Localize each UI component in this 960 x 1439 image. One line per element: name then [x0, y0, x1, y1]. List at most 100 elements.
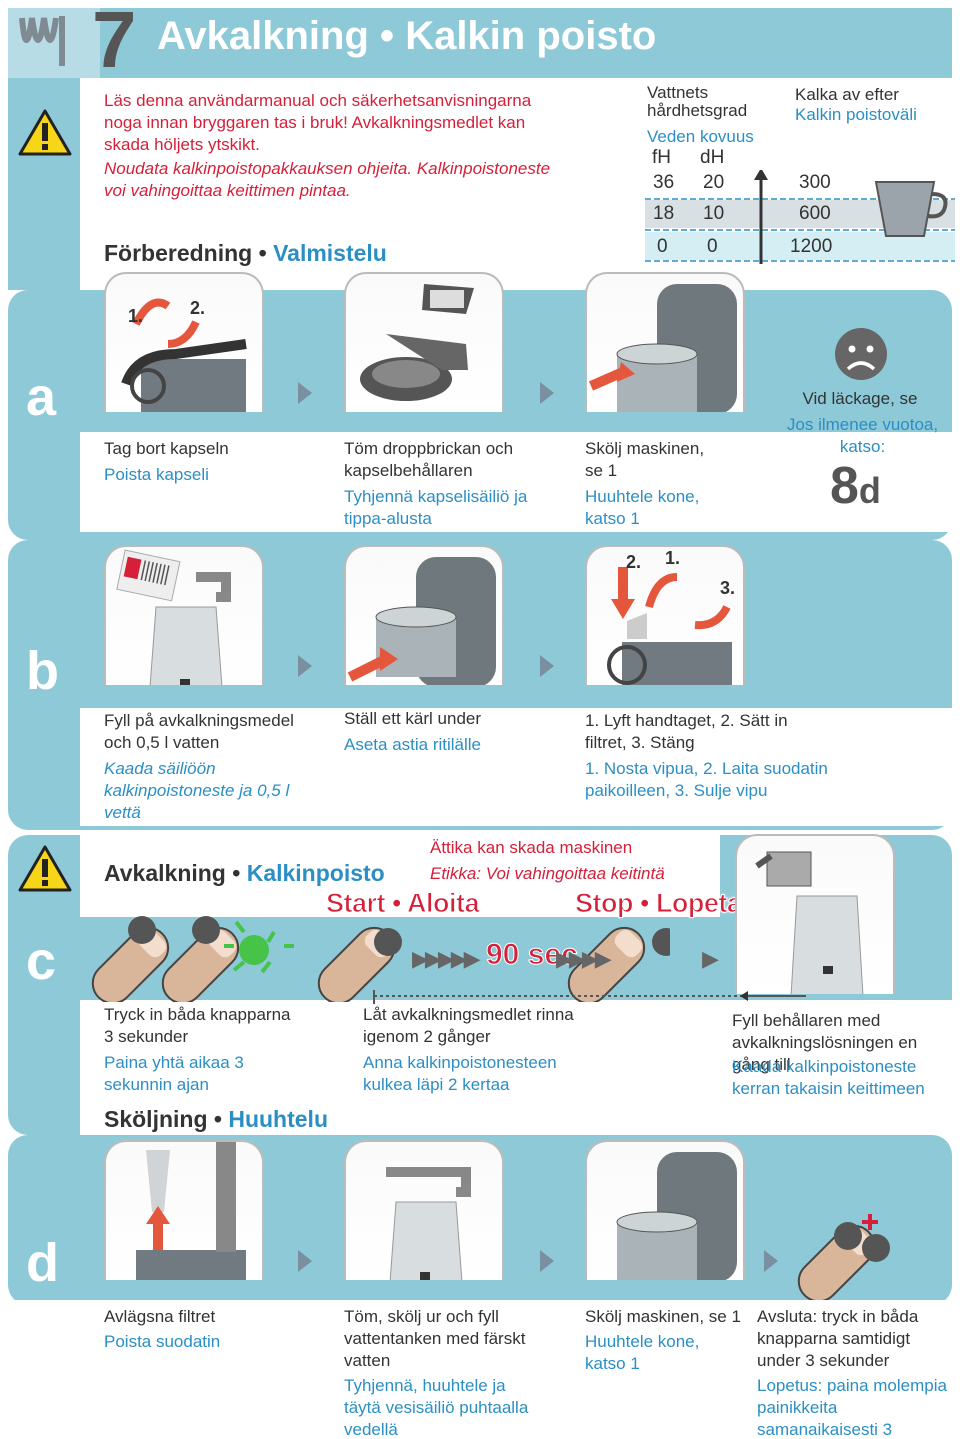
b1-text-sv: Fyll på avkalkningsmedel och 0,5 l vatte… [104, 711, 294, 752]
water-tank-icon [116, 549, 231, 685]
b3-num-2: 2. [626, 552, 642, 572]
acid-warning-sv: Ättika kan skada maskinen [430, 838, 633, 857]
cup-illustration-icon [874, 181, 948, 237]
rinse-heading: Sköljning • Huuhtelu [104, 1106, 328, 1132]
row1-val: 300 [799, 172, 831, 193]
next-arrow [298, 1250, 312, 1272]
panel-remove-capsule [104, 272, 264, 412]
drip-tray-icon [360, 284, 474, 401]
d1-text-fi: Poista suodatin [104, 1332, 221, 1351]
prep-heading: Förberedning • Valmistelu [104, 240, 387, 266]
warning-icon [18, 845, 72, 892]
next-arrow [540, 382, 554, 404]
row-label-d: d [26, 1233, 59, 1293]
b3-text-sv: 1. Lyft handtaget, 2. Sätt in filtret, 3… [585, 711, 788, 752]
unit-dh: dH [700, 147, 725, 168]
sad-face-icon [835, 328, 887, 380]
a1-text-sv: Tag bort kapseln [104, 439, 229, 458]
next-arrow [540, 655, 554, 677]
coffee-machine-icon [607, 567, 732, 685]
b3-num-3: 3. [720, 578, 736, 598]
b3-num-1: 1. [665, 548, 681, 568]
warning-text-fi: Noudata kalkinpoistopakkauksen ohjeita. … [104, 159, 551, 200]
row-label-c: c [26, 931, 57, 991]
row-label-b: b [26, 641, 59, 701]
d2-text-fi: Tyhjennä, huuhtele ja täytä vesisäiliö p… [344, 1376, 529, 1439]
panel-remove-filter [104, 1140, 264, 1280]
row3-dh: 0 [707, 236, 718, 257]
b2-text-fi: Aseta astia ritilälle [344, 735, 482, 754]
row-label-a: a [26, 367, 57, 427]
c2-text-sv: Låt avkalkningsmedlet rinna igenom 2 gån… [363, 1005, 574, 1046]
row2-dh: 10 [703, 203, 725, 224]
title-sv: Avkalkning [157, 14, 369, 58]
row1-dh: 20 [703, 172, 725, 193]
warning-icon [18, 109, 72, 156]
leak-text-fi: Jos ilmenee vuotoa, katso: [786, 415, 939, 456]
hardness-col2-sv: Kalka av efter [795, 85, 899, 104]
chapter-number: 7 [92, 0, 137, 84]
stop-label: Stop • Lopeta [574, 888, 742, 919]
c3-text-sv: Fyll behållaren med avkalkningslösningen… [732, 1011, 918, 1074]
c2-text-fi: Anna kalkinpoistonesteen kulkea läpi 2 k… [363, 1053, 557, 1094]
panel-fill-tank [104, 545, 264, 685]
water-tank-icon [755, 851, 864, 994]
next-arrow [764, 1250, 778, 1272]
title-fi: Kalkin poisto [405, 14, 657, 58]
row1-fh: 36 [653, 172, 675, 193]
d4-text-sv: Avsluta: tryck in båda knapparna samtidi… [757, 1307, 919, 1370]
title-bullet: • [380, 14, 395, 58]
c1-text-fi: Paina yhtä aikaa 3 sekunnin ajan [104, 1053, 244, 1094]
step-num-2: 2. [190, 298, 206, 318]
row3-val: 1200 [790, 236, 833, 257]
fingers-press-icon [91, 916, 294, 1002]
hardness-col2-fi: Kalkin poistoväli [795, 105, 917, 124]
panel-place-container [344, 545, 504, 685]
finger-press-icon [797, 1214, 890, 1300]
d3-text-fi: Huuhtele kone, katso 1 [585, 1332, 700, 1373]
panel-insert-filter [585, 545, 745, 685]
coffee-machine-icon [616, 1152, 737, 1280]
d2-text-sv: Töm, skölj ur och fyll vattentanken med … [344, 1307, 526, 1370]
row2-fh: 18 [653, 203, 675, 224]
finger-press-icon [567, 926, 670, 1002]
row3-fh: 0 [657, 236, 668, 257]
d4-text-fi: Lopetus: paina molempia painikkeita sama… [757, 1376, 947, 1439]
repeat-arrow [373, 990, 806, 1004]
b1-text-fi: Kaada säiliöön kalkinpoistoneste ja 0,5 … [104, 759, 290, 822]
acid-warning-fi: Etikka: Voi vahingoittaa keitintä [430, 864, 665, 883]
aquarius-icon [19, 16, 65, 66]
timer-label: 90 sec [486, 938, 579, 972]
panel-rinse-again [585, 1140, 745, 1280]
progress-arrows-left: ▶▶▶▶▶ [412, 946, 481, 971]
step-num-1: 1. [128, 306, 144, 326]
leak-reference[interactable]: 8d [830, 457, 881, 515]
next-arrow [298, 382, 312, 404]
finger-press-icon [317, 926, 402, 1002]
descale-heading: Avkalkning • Kalkinpoisto [104, 860, 385, 886]
a3-text-fi: Huuhtele kone, katso 1 [585, 487, 700, 528]
page-title: Avkalkning • Kalkin poisto [157, 14, 656, 59]
b2-text-sv: Ställ ett kärl under [344, 709, 482, 728]
d3-text-sv: Skölj maskinen, se 1 [585, 1307, 741, 1326]
b3-text-fi: 1. Nosta vipua, 2. Laita suodatin paikoi… [585, 759, 828, 800]
panel-empty-tray [344, 272, 504, 412]
start-label: Start • Aloita [326, 888, 480, 919]
next-arrow [540, 1250, 554, 1272]
c3-text-fi: Kaada kalkinpoistoneste kerran takaisin … [732, 1057, 925, 1098]
coffee-machine-icon [347, 557, 496, 685]
hardness-col1-fi: Veden kovuus [647, 127, 754, 146]
progress-arrow-end: ▶ [702, 946, 719, 971]
panel-fresh-water [344, 1140, 504, 1280]
panel-refill-tank [735, 834, 895, 994]
c1-text-sv: Tryck in båda knapparna 3 sekunder [104, 1005, 291, 1046]
next-arrow [298, 655, 312, 677]
row2-val: 600 [799, 203, 831, 224]
coffee-machine-icon [121, 298, 247, 412]
a3-text-sv: Skölj maskinen, se 1 [585, 439, 705, 480]
d1-text-sv: Avlägsna filtret [104, 1307, 216, 1326]
a1-text-fi: Poista kapseli [104, 465, 209, 484]
leak-text-sv: Vid läckage, se [802, 389, 918, 408]
coffee-machine-icon [136, 1142, 246, 1280]
tap-icon [386, 1167, 471, 1280]
